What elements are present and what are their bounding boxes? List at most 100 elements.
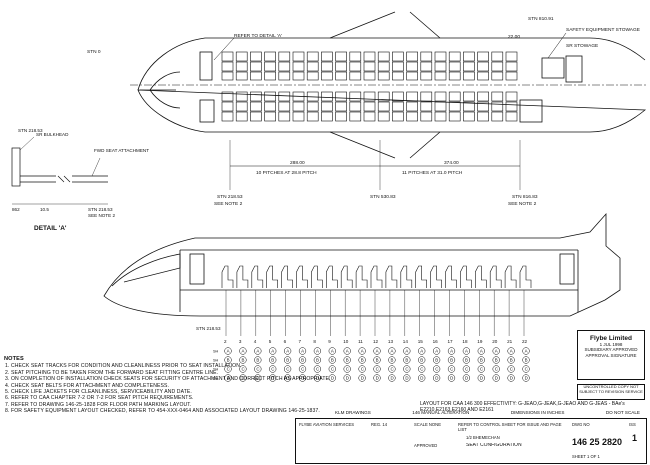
seat-position-bubble [358, 365, 366, 373]
seat-position-bubble [283, 347, 292, 355]
seat-letter: B [316, 358, 319, 363]
plan-seat [306, 71, 319, 81]
plan-seat [392, 101, 404, 112]
stn-b-note: SEE NOTE 2 [508, 201, 537, 207]
row-number: 22 [522, 339, 528, 344]
plan-seat [448, 51, 461, 62]
profile-seat [326, 265, 338, 288]
seat-position-bubble [447, 356, 456, 364]
plan-seat [306, 91, 319, 102]
seat-position-bubble [373, 374, 381, 382]
plan-seat [477, 61, 489, 72]
row-number: 18 [462, 339, 468, 344]
seat-letter: C [480, 367, 483, 372]
profile-stn: STN 218.53 [196, 326, 221, 331]
profile-seat [370, 265, 383, 288]
pitch-forward-label: 10 PITCHES AT 28.8 PITCH [256, 170, 317, 176]
detail-fwd-attachment: FWD SEAT ATTACHMENT [94, 148, 149, 153]
row-number: 8 [313, 339, 316, 344]
plan-seat [335, 101, 347, 112]
plan-view [130, 11, 648, 159]
hdr-dimensions: DIMENSIONS IN INCHES [510, 410, 565, 415]
seat-letter: B [271, 358, 274, 363]
seat-letter: A [271, 349, 274, 354]
notes-block: NOTES CHECK SEAT TRACKS FOR CONDITION AN… [4, 356, 334, 415]
plan-seat [363, 91, 376, 102]
plan-seat [292, 101, 305, 112]
seat-position-bubble [462, 347, 471, 355]
tb-title-main: SEAT CONFIGURATION [466, 443, 522, 448]
hdr-do-not-scale: DO NOT SCALE [605, 410, 640, 415]
seat-letter: A [510, 349, 513, 354]
plan-seat [292, 51, 305, 62]
plan-seat [264, 71, 276, 81]
plan-seat [321, 101, 333, 112]
plan-seat [335, 111, 347, 122]
detail-bulkhead [11, 147, 21, 187]
seat-letter: D [346, 376, 349, 381]
plan-seat [221, 51, 234, 62]
seat-position-bubble [418, 356, 426, 364]
plan-seat [377, 91, 390, 102]
seat-position-bubble [432, 356, 441, 364]
seat-letter: B [376, 358, 379, 363]
seat-letter: B [361, 358, 364, 363]
seat-letter: A [435, 349, 438, 354]
seat-position-bubble [522, 365, 530, 373]
plan-seat [278, 101, 291, 112]
seat-letter: D [510, 376, 513, 381]
seat-letter: C [331, 367, 334, 372]
plan-seat [491, 111, 504, 122]
seat-letter: C [242, 367, 245, 372]
plan-seat [434, 111, 447, 122]
seat-position-bubble [298, 374, 307, 382]
plan-seat [363, 51, 376, 62]
profile-fwd-door [189, 253, 205, 285]
plan-seat [434, 51, 447, 62]
detail-stn-lower: STN 218.53 [88, 207, 113, 212]
seat-letter: A [450, 349, 453, 354]
stn-mid-value: STN 530.83 [370, 194, 396, 200]
seat-letter: C [376, 367, 379, 372]
approval-signature: SUBSIDIARY APPROVED APPROVAL SIGNATURE [584, 347, 638, 358]
seat-position-bubble [343, 374, 351, 382]
seat-letter: B [346, 358, 349, 363]
seat-letter: C [405, 367, 408, 372]
seat-position-bubble [403, 374, 411, 382]
plan-seat [477, 51, 489, 62]
seat-letter: D [376, 376, 379, 381]
plan-seat [250, 51, 262, 62]
plan-seat [491, 91, 504, 102]
profile-seat [400, 265, 413, 288]
profile-stn-label: STN 218.53 [196, 326, 221, 331]
plan-seat [250, 71, 262, 81]
row-number: 11 [358, 339, 363, 344]
plan-seat [321, 51, 333, 62]
row-number: 9 [328, 339, 331, 344]
plan-seat [278, 71, 291, 81]
plan-seat [363, 101, 376, 112]
seat-letter: D [331, 376, 334, 381]
plan-seat [434, 91, 447, 102]
seat-letter: B [420, 358, 423, 363]
plan-aft-galley [541, 57, 565, 79]
row-number: 16 [433, 339, 439, 344]
seat-position-bubble [507, 356, 515, 364]
profile-seat [489, 265, 502, 288]
plan-nose-windshield [140, 71, 181, 109]
seat-letter: D [391, 376, 394, 381]
plan-seat [420, 111, 433, 122]
seat-letter: C [256, 367, 259, 372]
seat-position-bubble [224, 347, 232, 355]
seat-letter: B [227, 358, 230, 363]
plan-seat [321, 111, 333, 122]
plan-seat [406, 51, 418, 62]
tb-title-ref: REFER TO CONTROL SHEET FOR ISSUE AND PAG… [458, 422, 562, 432]
plan-seat [349, 71, 362, 81]
plan-seat [321, 61, 333, 72]
row-number: 4 [254, 339, 257, 344]
detail-sr-bulkhead: SR BULKHEAD [36, 132, 69, 137]
plan-seat [463, 51, 475, 62]
seat-letter: A [391, 349, 394, 354]
seat-letter: B [435, 358, 438, 363]
